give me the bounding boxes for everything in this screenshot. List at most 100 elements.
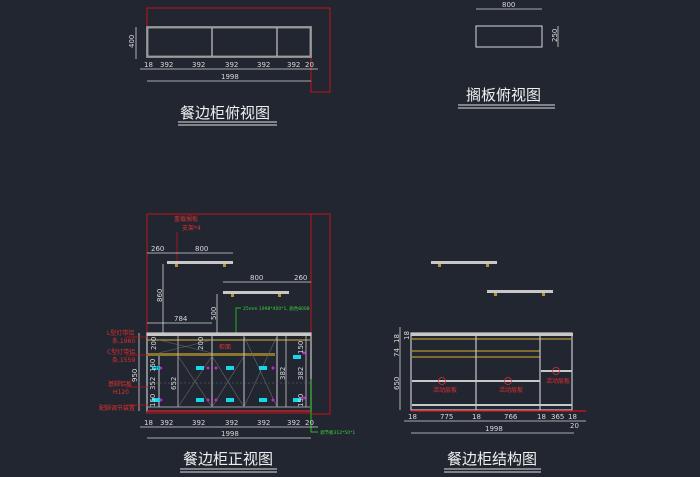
v-dim: 200 [197,337,205,350]
left-span-dim: 784 [174,315,188,323]
hinge-icon [152,398,160,402]
v-dim: 382 [279,367,287,380]
shelf1-offset-dim: 260 [151,245,164,253]
seg-dim: 18 [472,413,481,421]
shelf-top-view: 800 250 搁板俯视图 [458,1,559,109]
shelf-note: 支架*4 [182,224,201,232]
drawer-label: 活动层板 [546,377,570,385]
hinge-cup-icon [214,398,218,402]
view-title: 搁板俯视图 [466,86,541,104]
shelf-note: 重载搁板 [174,215,198,223]
v-dim: 74 [393,348,401,357]
v-dim: 382 [297,367,305,380]
seg-dim: 392 [257,61,270,69]
shelf-bracket [494,293,497,296]
top-view: 400 18 392 392 392 392 392 20 1998 餐边柜俯视… [128,7,331,126]
shelf-outline [475,25,543,48]
drawer-label: 活动层板 [499,386,523,394]
shelf2-height-dim: 500 [210,307,218,320]
hinge-cup-icon [302,351,306,355]
seg-dim: 775 [440,413,453,421]
seg-dim: 392 [192,419,205,427]
shelf-bracket [175,264,178,267]
hinge-cup-icon [271,398,275,402]
hinge-cup-icon [206,398,210,402]
shelf-bracket [542,293,545,296]
shelf-pin-icon [438,377,446,385]
seg-dim: 18 [144,61,153,69]
structure-view: 活动层板 活动层板 活动层板 18 74 18 650 18 775 18 76… [393,261,586,473]
adjustable-shelf [541,370,572,372]
seg-dim: 392 [225,61,238,69]
width-dim: 800 [502,1,515,9]
callout: 基脚铝板 [108,380,132,388]
hinge-cup-icon [271,366,275,370]
seg-dim: 20 [305,419,314,427]
seg-dim: 392 [257,419,270,427]
v-dim: 18 [393,334,401,343]
hinge-icon [152,366,160,370]
v-dim: 18 [403,331,411,340]
seg-dim: 18 [568,413,577,421]
adjustable-shelf [412,380,540,382]
seg-dim: 20 [305,61,314,69]
callout: 配脚调节装置 [99,404,135,412]
hinge-icon [226,366,234,370]
shelf-pin-icon [504,377,512,385]
callout: C型灯带铝 [107,348,135,356]
shelf-bracket [438,264,441,267]
hinge-cup-icon [302,396,306,400]
cabinet-top-inner [147,27,311,57]
total-dim: 1998 [221,430,239,438]
countertop [411,333,573,336]
seg-dim: 766 [504,413,518,421]
hinge-cup-icon [159,366,163,370]
callouts: L型灯带铝 条,1960 C型灯带铝 条,1559 基脚铝板 H120 配脚调节… [99,329,148,412]
hinge-cup-icon [206,366,210,370]
v-dim: 652 [170,377,178,390]
cabinet-top-outline [146,26,312,58]
leader-line [310,379,318,433]
v-dim: 352 [149,377,157,390]
hinges [152,351,306,402]
hinge-icon [259,398,267,402]
seg-dim: 392 [225,419,238,427]
shelf1-height-dim: 860 [156,289,164,302]
seg-dim: 392 [160,61,173,69]
adjust-note: 调节板312*50*1 [320,429,355,436]
shelf-bracket [231,294,234,297]
total-height-dim: 950 [131,369,139,382]
front-view: 重载搁板 支架*4 260 800 860 800 260 500 784 25… [99,213,355,473]
shelf-bracket [223,264,226,267]
hinge-cup-icon [214,366,218,370]
door-label: 开门 [153,365,163,372]
total-dim: 1998 [221,73,239,81]
countertop [147,333,311,336]
bottom-panel [412,404,572,406]
seg-dim: 365 [551,413,564,421]
v-dim: 150 [297,341,305,354]
depth-dim: 250 [551,29,559,42]
floating-shelf-1 [167,261,233,264]
callout: 条,1960 [112,337,135,345]
shelf2-width-dim: 800 [250,274,263,282]
shelf-bracket [486,264,489,267]
view-title: 餐边柜结构图 [447,450,537,468]
drawer-label: 活动层板 [433,386,457,394]
total-dim: 1998 [485,425,503,433]
callout: L型灯带铝 [107,329,134,337]
v-dim: 650 [393,377,401,390]
v-dim: 150 [149,359,157,372]
floating-shelf-2 [487,290,553,293]
leader-line [235,307,241,334]
hinge-icon [226,398,234,402]
led-note: 25mm 1998*400*1, 颜色8008 [243,305,310,312]
hinge-icon [293,398,301,402]
top-gap-dim: 200 [150,337,158,350]
shelf2-offset-dim: 260 [294,274,307,282]
door-swing-marks [148,335,310,408]
shelf1-width-dim: 800 [195,245,208,253]
view-title: 餐边柜正视图 [183,450,273,468]
